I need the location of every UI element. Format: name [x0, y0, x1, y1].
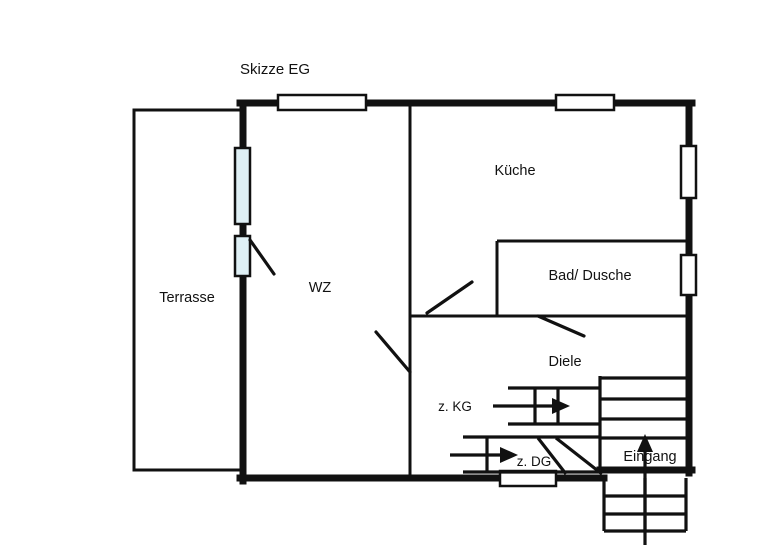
- window-west-wz-top: [233, 146, 252, 226]
- room-label-terrasse: Terrasse: [159, 290, 215, 306]
- room-label-kueche: Küche: [494, 163, 535, 179]
- entrance-arrow-head: [637, 434, 653, 452]
- room-label-eingang: Eingang: [623, 449, 676, 465]
- window-north-wz: [276, 93, 368, 112]
- interior-walls-group: [408, 103, 689, 478]
- room-labels-group: Terrasse WZ Küche Bad/ Dusche Diele Eing…: [159, 163, 676, 465]
- stair-run-kg: [493, 386, 600, 426]
- room-label-diele: Diele: [548, 354, 581, 370]
- winder-diagonal-1: [555, 436, 603, 476]
- doors-group: [248, 238, 586, 374]
- stair-label-z-dg: z. DG: [517, 454, 552, 469]
- stair-run-dg: [450, 435, 600, 474]
- window-north-kueche: [554, 93, 616, 112]
- door-terrace-wz: [248, 238, 276, 276]
- plan-title: Skizze EG: [240, 61, 310, 78]
- winder-diagonal-2: [536, 437, 568, 475]
- window-east-bad: [679, 253, 698, 297]
- windows-group: [233, 93, 698, 488]
- stair-labels-group: z. KG z. DG: [438, 399, 551, 469]
- window-west-wz-door: [233, 234, 252, 278]
- stair-dg-arrow-head: [500, 447, 518, 463]
- room-label-bad-dusche: Bad/ Dusche: [548, 268, 631, 284]
- stair-kg-arrow-head: [552, 398, 570, 414]
- entrance-steps: [602, 434, 688, 545]
- door-wz-diele: [374, 330, 412, 374]
- door-wz-kueche: [425, 280, 474, 315]
- door-bad-diele: [536, 314, 586, 338]
- stair-label-z-kg: z. KG: [438, 399, 472, 414]
- room-label-wz: WZ: [309, 280, 332, 296]
- terrasse-outline: [132, 108, 243, 472]
- window-east-kueche: [679, 144, 698, 200]
